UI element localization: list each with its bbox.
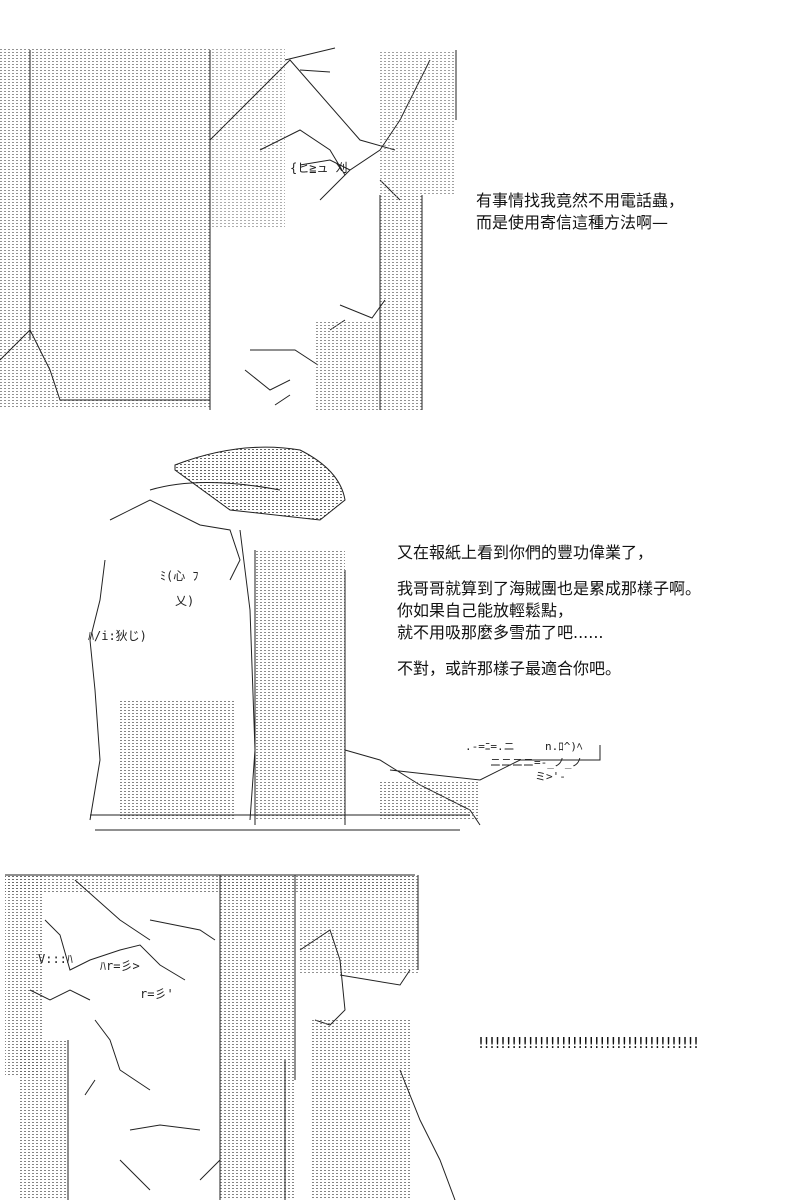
svg-text:ﾊr=彡>: ﾊr=彡> <box>100 959 140 973</box>
svg-text:{ヒ≧ュ 刈: {ヒ≧ュ 刈 <box>290 161 348 175</box>
svg-text:.-=ﾆ=.ニ: .-=ﾆ=.ニ <box>465 740 515 753</box>
caption-line: !!!!!!!!!!!!!!!!!!!!!!!!!!!!!!!!!!!!!!!! <box>478 1034 699 1052</box>
caption-line: 而是使用寄信這種方法啊— <box>476 213 669 232</box>
ascii-art-figure-with-hat-and-cigar: ﾐ(心 ﾌ 乂) ﾊ/i:狄じ) .-=ﾆ=.ニ ニニニニ=-_ノ_ノ ミ>'-… <box>88 446 601 831</box>
caption-line: 有事情找我竟然不用電話蟲， <box>476 191 685 210</box>
svg-text:ニニニニ=-_ノ_ノ: ニニニニ=-_ノ_ノ <box>490 756 583 769</box>
manga-panel-1: {ヒ≧ュ 刈 有事情找我竟然不用電話蟲， 而是使用寄信這種方法啊— <box>0 0 800 420</box>
manga-panel-2: ﾐ(心 ﾌ 乂) ﾊ/i:狄じ) .-=ﾆ=.ニ ニニニニ=-_ノ_ノ ミ>'-… <box>0 430 800 840</box>
panel-3-caption: !!!!!!!!!!!!!!!!!!!!!!!!!!!!!!!!!!!!!!!! <box>478 1032 699 1054</box>
caption-line: 又在報紙上看到你們的豐功偉業了， <box>397 543 654 562</box>
caption-line: 就不用吸那麼多雪茄了吧...... <box>397 623 604 642</box>
caption-line: 不對，或許那樣子最適合你吧。 <box>397 659 622 678</box>
caption-line: 你如果自己能放輕鬆點， <box>397 601 574 620</box>
ascii-art-figure-startled: ﾊr=彡> r=彡' V:::ﾊ <box>5 874 456 1200</box>
manga-panel-3: ﾊr=彡> r=彡' V:::ﾊ !!!!!!!!!!!!!!!!!!!!!!!… <box>0 860 800 1200</box>
svg-text:ﾊ/i:狄じ): ﾊ/i:狄じ) <box>88 629 147 643</box>
svg-text:乂): 乂) <box>175 594 194 608</box>
svg-text:V:::ﾊ: V:::ﾊ <box>38 952 73 966</box>
caption-line: 我哥哥就算到了海賊團也是累成那樣子啊。 <box>397 579 702 598</box>
svg-text:ﾐ(心 ﾌ: ﾐ(心 ﾌ <box>160 569 198 583</box>
panel-2-caption: 又在報紙上看到你們的豐功偉業了， 我哥哥就算到了海賊團也是累成那樣子啊。 你如果… <box>397 542 701 680</box>
svg-text:ミ>'-: ミ>'- <box>535 770 566 783</box>
panel-1-caption: 有事情找我竟然不用電話蟲， 而是使用寄信這種方法啊— <box>476 190 684 234</box>
svg-text:n.ﾛ^)ﾍ: n.ﾛ^)ﾍ <box>545 740 583 753</box>
ascii-art-figure-reading-letter: {ヒ≧ュ 刈 <box>0 47 457 410</box>
svg-text:r=彡': r=彡' <box>140 987 174 1001</box>
